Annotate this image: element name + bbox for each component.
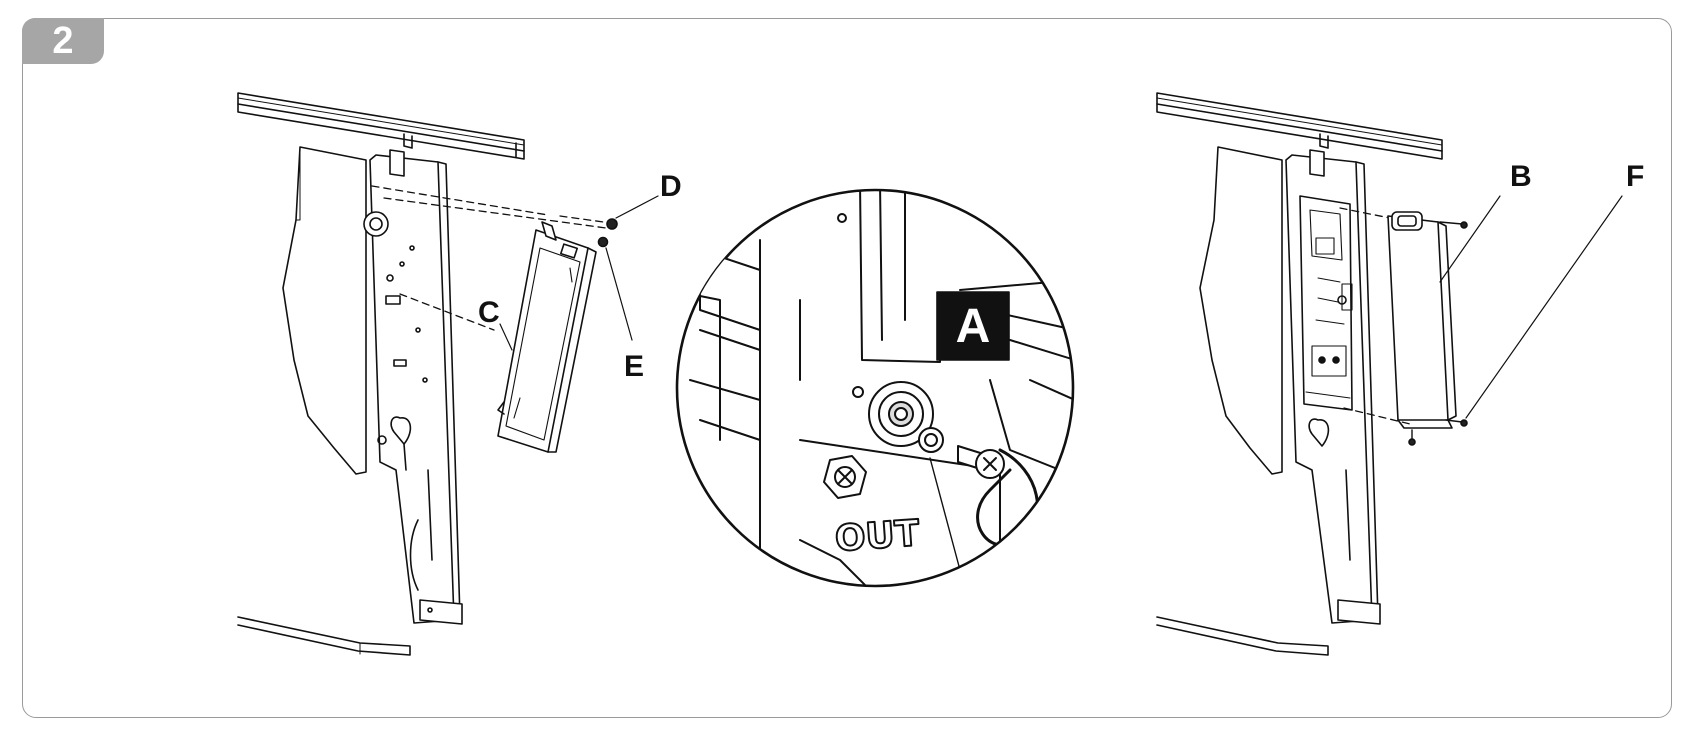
left-top-rail xyxy=(237,92,525,160)
detail-magnifier: OUT A xyxy=(675,188,1075,588)
callout-a: A xyxy=(956,300,991,353)
right-rear-panel xyxy=(1199,146,1283,475)
callout-f: F xyxy=(1626,160,1644,193)
left-electrical-box xyxy=(497,221,597,453)
left-lower-body xyxy=(237,616,411,656)
leader-e xyxy=(605,247,633,341)
callout-a-badge xyxy=(936,291,1010,361)
leader-f xyxy=(1465,195,1623,419)
screw-d xyxy=(606,218,618,230)
left-vertical-post xyxy=(363,149,463,625)
figure-frame xyxy=(22,18,1672,718)
right-lower-body xyxy=(1156,616,1329,656)
right-assembly xyxy=(1156,92,1623,656)
callout-e: E xyxy=(624,350,644,383)
left-assembly xyxy=(237,92,659,656)
out-port-marking: OUT xyxy=(834,513,921,560)
callout-d: D xyxy=(660,170,682,203)
left-rear-panel xyxy=(282,146,367,475)
leader-d xyxy=(615,195,659,219)
leader-c xyxy=(499,323,513,351)
right-guide-lines xyxy=(1339,207,1411,425)
screw-e xyxy=(597,236,609,248)
callout-c: C xyxy=(478,296,500,329)
cover-b xyxy=(1387,211,1457,429)
screw-f-top xyxy=(1439,221,1468,229)
step-number-badge: 2 xyxy=(22,18,104,64)
circuit-board xyxy=(1299,195,1353,411)
screw-f-bottom xyxy=(1408,419,1468,446)
right-top-rail xyxy=(1156,92,1443,160)
callout-b: B xyxy=(1510,160,1532,193)
leader-b xyxy=(1439,195,1501,283)
